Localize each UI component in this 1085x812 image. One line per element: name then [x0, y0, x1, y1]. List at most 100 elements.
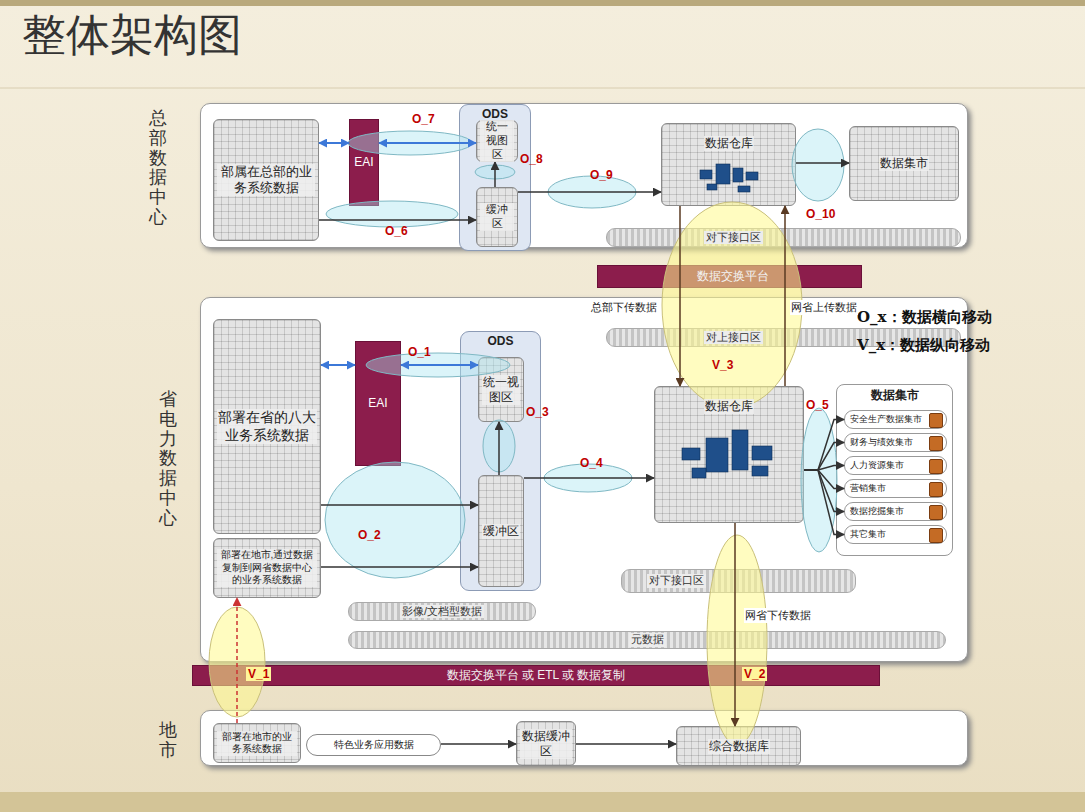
flow-arrow	[321, 566, 478, 568]
mart-item: 其它集市	[844, 525, 947, 544]
warehouse-icon	[682, 430, 772, 478]
flow-ellipse	[544, 464, 632, 492]
node-text: 对下接口区	[704, 231, 763, 245]
callout-number: O_5	[806, 398, 829, 412]
flow-arrow	[494, 162, 496, 187]
system-box: 部属在总部的业务系统数据	[213, 119, 319, 241]
server-block	[733, 168, 743, 182]
app-data-pill: 特色业务应用数据	[306, 734, 441, 756]
mart-item: 安全生产数据集市	[844, 410, 947, 429]
node-text: 安全生产数据集市	[850, 414, 922, 425]
database-box: 综合数据库	[676, 726, 801, 766]
callout-number: O_7	[412, 112, 435, 126]
flow-ellipse	[801, 408, 837, 552]
flow-arrow	[319, 219, 476, 221]
node-text: 数据集市	[879, 156, 929, 171]
server-block	[682, 448, 700, 460]
connector-layer	[237, 143, 849, 744]
ods-container: ODS 统一视图区缓冲区	[460, 331, 541, 591]
interface-band: 对下接口区	[621, 569, 856, 593]
node-text: 财务与绩效集市	[850, 437, 913, 448]
flow-arrow	[734, 523, 736, 726]
flow-arrow	[319, 142, 349, 144]
node-text: 人力资源集市	[850, 460, 904, 471]
edge-label: 网省上传数据	[790, 300, 858, 315]
node-text: 营销集市	[850, 483, 886, 494]
node-text: 部署在省的八大业务系统数据	[217, 409, 317, 444]
node-text: 统一视图区	[480, 120, 514, 161]
vertical-highlights	[209, 202, 802, 745]
slide-title: 整体架构图	[22, 6, 242, 65]
flow-ellipse	[483, 420, 515, 472]
node-text: ODS	[487, 334, 513, 349]
flow-arrow	[679, 206, 681, 386]
title-rule	[0, 88, 1085, 89]
flow-ellipse	[792, 129, 844, 201]
top-stripe	[0, 0, 1085, 6]
node-text: 部属在总部的业务系统数据	[217, 164, 315, 197]
bottom-stripe	[0, 792, 1085, 812]
eai-bar: EAI	[355, 341, 401, 466]
callout-number: O_9	[590, 168, 613, 182]
mart-item: 营销集市	[844, 479, 947, 498]
server-block	[706, 438, 728, 472]
warehouse-box: 数据仓库	[654, 386, 804, 523]
server-block	[716, 164, 730, 184]
callout-number: O_2	[358, 528, 381, 542]
exchange-band: 数据交换平台 或 ETL 或 数据复制	[192, 665, 880, 686]
node-text: 特色业务应用数据	[334, 739, 414, 752]
flow-arrow	[524, 477, 654, 479]
flow-arrow	[804, 470, 844, 489]
node-text: EAI	[368, 396, 387, 411]
node-text: 数据交换平台	[697, 269, 769, 284]
region-panel: 地市部署在地市的业务系统数据特色业务应用数据数据缓冲区综合数据库	[200, 710, 968, 766]
flow-arrow	[804, 420, 844, 471]
edge-label: 网省下传数据	[744, 608, 812, 623]
warehouse-box: 数据仓库	[661, 123, 796, 206]
callout-number: O_1	[408, 345, 431, 359]
flow-arrow	[796, 162, 849, 164]
flow-arrow	[784, 206, 786, 386]
node-text: 其它集市	[850, 529, 886, 540]
buffer-box: 缓冲区	[476, 187, 518, 247]
node-text: 数据交换平台 或 ETL 或 数据复制	[447, 668, 626, 683]
node-text: 数据挖掘集市	[850, 506, 904, 517]
flow-arrow	[441, 743, 516, 745]
region-heading: 地市	[159, 721, 177, 761]
flow-arrow	[498, 422, 500, 475]
flow-ellipse	[348, 131, 472, 155]
node-text: 部署在地市,通过数据复制到网省数据中心的业务系统数据	[217, 549, 317, 587]
server-block	[746, 172, 758, 180]
mart-item: 数据挖掘集市	[844, 502, 947, 521]
node-text: 对下接口区	[647, 574, 706, 588]
mart-container: 数据集市安全生产数据集市财务与绩效集市人力资源集市营销集市数据挖掘集市其它集市	[836, 384, 953, 556]
view-box: 统一视图区	[478, 357, 524, 422]
flow-ellipse	[326, 201, 458, 227]
ods-container: ODS统一视图区缓冲区	[459, 104, 531, 251]
system-box: 部署在地市的业务系统数据	[213, 723, 301, 763]
server-block	[692, 468, 706, 478]
system-box: 部署在地市,通过数据复制到网省数据中心的业务系统数据	[213, 538, 321, 598]
callout-number: O_3	[526, 405, 549, 419]
highlight-ellipses	[325, 129, 844, 578]
buffer-box: 缓冲区	[478, 475, 524, 587]
buffer-box: 数据缓冲区	[516, 721, 576, 766]
callout-number: O_6	[385, 224, 408, 238]
region-heading: 省电力数据中心	[159, 390, 177, 529]
server-block	[752, 466, 768, 476]
region-heading: 总部数据中心	[149, 109, 167, 228]
vertical-ellipse	[209, 607, 265, 717]
node-text: 数据仓库	[704, 399, 754, 414]
view-box: 统一视图区	[476, 120, 518, 162]
flow-arrow	[518, 191, 661, 193]
server-block	[732, 430, 748, 470]
callout-number: V_1	[246, 667, 271, 681]
node-text: 部署在地市的业务系统数据	[217, 731, 297, 756]
node-text: 数据仓库	[704, 136, 754, 151]
node-text: 缓冲区	[482, 524, 520, 539]
flow-ellipse	[325, 462, 465, 578]
region-panel: 省电力数据中心对上接口区部署在省的八大业务系统数据EAIODS统一视图区缓冲区数…	[200, 297, 968, 662]
flow-arrow	[804, 470, 844, 512]
system-box: 部署在省的八大业务系统数据	[213, 319, 321, 534]
